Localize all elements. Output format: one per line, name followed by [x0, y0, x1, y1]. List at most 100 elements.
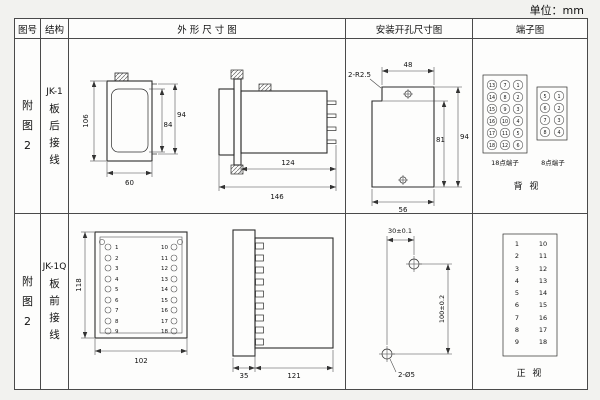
terminal-number: 4 [515, 277, 519, 285]
model-name: JK-1 [46, 86, 63, 97]
dim-height-106: 106 [82, 80, 106, 162]
terminal-number: 16 [161, 308, 168, 314]
terminal-number: 7 [515, 314, 519, 322]
terminal-number: 5 [515, 289, 519, 297]
terminal-number: 14 [489, 95, 495, 101]
terminal-strip-outline [502, 233, 558, 357]
terminal-number: 18 [161, 329, 168, 335]
dim-height-118: 118 [75, 231, 94, 339]
dim-depth-121: 121 [255, 350, 334, 380]
terminal-number: 11 [502, 131, 508, 137]
terminal-number: 6 [516, 143, 519, 149]
terminal-number: 2 [115, 256, 119, 262]
row1-install-cell: 2-R2.5 48 81 94 [346, 39, 473, 214]
terminal-number: 6 [115, 298, 119, 304]
terminal-number: 11 [539, 252, 547, 260]
dim-height-84: 84 [149, 88, 173, 153]
terminal-number: 8 [515, 326, 519, 334]
dim-label: 60 [125, 179, 134, 187]
row1-outline-cell: 106 84 94 60 [69, 39, 346, 214]
model-name: JK-1Q [42, 262, 67, 272]
dim-height-94: 94 [158, 83, 186, 155]
dim-depth-124: 124 [240, 145, 337, 173]
structure-char: 板 [49, 102, 60, 115]
label-corner-radius: 2-R2.5 [348, 71, 382, 89]
board-side-outline [232, 229, 334, 357]
terminal-number: 10 [161, 245, 168, 251]
terminal-number: 12 [539, 265, 547, 273]
terminal-number: 14 [539, 289, 547, 297]
dim-label: 146 [270, 193, 284, 201]
terminal-number: 7 [543, 118, 546, 124]
terminal-number: 16 [539, 314, 547, 322]
front-terminals-left: 1 2 3 4 5 6 7 8 9 [104, 243, 119, 335]
dim-x-30: 30±0.1 [386, 227, 415, 345]
terminal-number: 1 [516, 83, 519, 89]
terminal-number: 4 [115, 277, 119, 283]
row1-figure-no: 附 图 2 [15, 39, 41, 214]
jk1-panel-cutout-drawing: 2-R2.5 48 81 94 [348, 61, 469, 213]
jk1q-side-view-drawing: 35 121 [232, 229, 334, 380]
jk1-side-view-drawing: 124 146 [218, 69, 337, 201]
terminal-number: 10 [539, 240, 547, 248]
jk1q-front-view-drawing: 1 2 3 4 5 6 7 8 9 10 11 12 13 14 15 [75, 231, 188, 365]
terminal-number: 14 [161, 287, 168, 293]
front-terminals-right: 10 11 12 13 14 15 16 17 18 [161, 243, 178, 335]
terminal-number: 1 [557, 94, 560, 100]
figure-char: 图 [22, 294, 33, 308]
radius-label: 2-R2.5 [348, 71, 371, 79]
terminal-number: 18 [539, 338, 547, 346]
structure-char: 线 [49, 329, 60, 341]
terminal-number: 17 [161, 319, 168, 325]
row2-outline-cell: 1 2 3 4 5 6 7 8 9 10 11 12 13 14 15 [69, 214, 346, 389]
figure-char: 图 [22, 119, 33, 132]
header-figure-no: 图号 [15, 19, 41, 39]
dim-height-81: 81 [383, 100, 448, 187]
terminal-number: 5 [543, 94, 546, 100]
terminal-number: 3 [516, 107, 519, 113]
terminal-number: 9 [515, 338, 519, 346]
dim-label: 84 [164, 121, 173, 129]
terminal-number: 2 [515, 252, 519, 260]
structure-char: 前 [49, 295, 60, 307]
dim-label: 100±0.2 [438, 295, 446, 323]
row2-terminal-cell: 1 2 3 4 5 6 7 8 9 10 11 12 13 14 15 [473, 214, 587, 389]
figure-char: 附 [22, 99, 33, 112]
case-front-outline [106, 72, 157, 162]
case-side-outline [218, 69, 337, 175]
terminal-number: 4 [557, 130, 560, 136]
figure-char: 2 [24, 314, 31, 328]
structure-char: 接 [49, 312, 60, 324]
terminal-number: 13 [489, 83, 495, 89]
terminal-number: 7 [115, 308, 119, 314]
terminal-number: 17 [489, 131, 495, 137]
structure-char: 接 [49, 136, 60, 149]
terminal-number: 15 [539, 301, 547, 309]
terminal-number: 8 [503, 95, 506, 101]
dim-label: 124 [281, 159, 295, 167]
dim-depth-146: 146 [218, 156, 337, 201]
terminal-number: 15 [161, 298, 168, 304]
terminal-number: 16 [489, 119, 495, 125]
dim-label: 81 [436, 136, 445, 144]
terminal-number: 9 [115, 329, 119, 335]
dim-label: 121 [287, 372, 300, 380]
terminal-number: 1 [515, 240, 519, 248]
dim-width-60: 60 [106, 162, 153, 187]
terminal-number: 2 [557, 106, 560, 112]
dim-label: 48 [404, 61, 413, 69]
unit-label: 单位：mm [529, 4, 584, 17]
jk1-terminal-diagram: 13 7 1 14 8 2 15 9 3 16 10 4 17 11 5 18 [482, 74, 568, 192]
row2-figure-no: 附 图 2 [15, 214, 41, 389]
terminal-number: 7 [503, 83, 506, 89]
terminal-number: 5 [516, 131, 519, 137]
terminal-number: 9 [503, 107, 506, 113]
terminal-numbers-left: 1 2 3 4 5 6 7 8 9 [515, 240, 519, 346]
structure-char: 板 [49, 278, 60, 290]
terminal-number: 3 [515, 265, 519, 273]
terminal-number: 1 [115, 245, 119, 251]
dim-label: 94 [460, 133, 469, 141]
dim-label: 106 [82, 114, 90, 128]
row1-structure: JK-1 板 后 接 线 [41, 39, 69, 214]
terminal-number: 12 [502, 143, 508, 149]
